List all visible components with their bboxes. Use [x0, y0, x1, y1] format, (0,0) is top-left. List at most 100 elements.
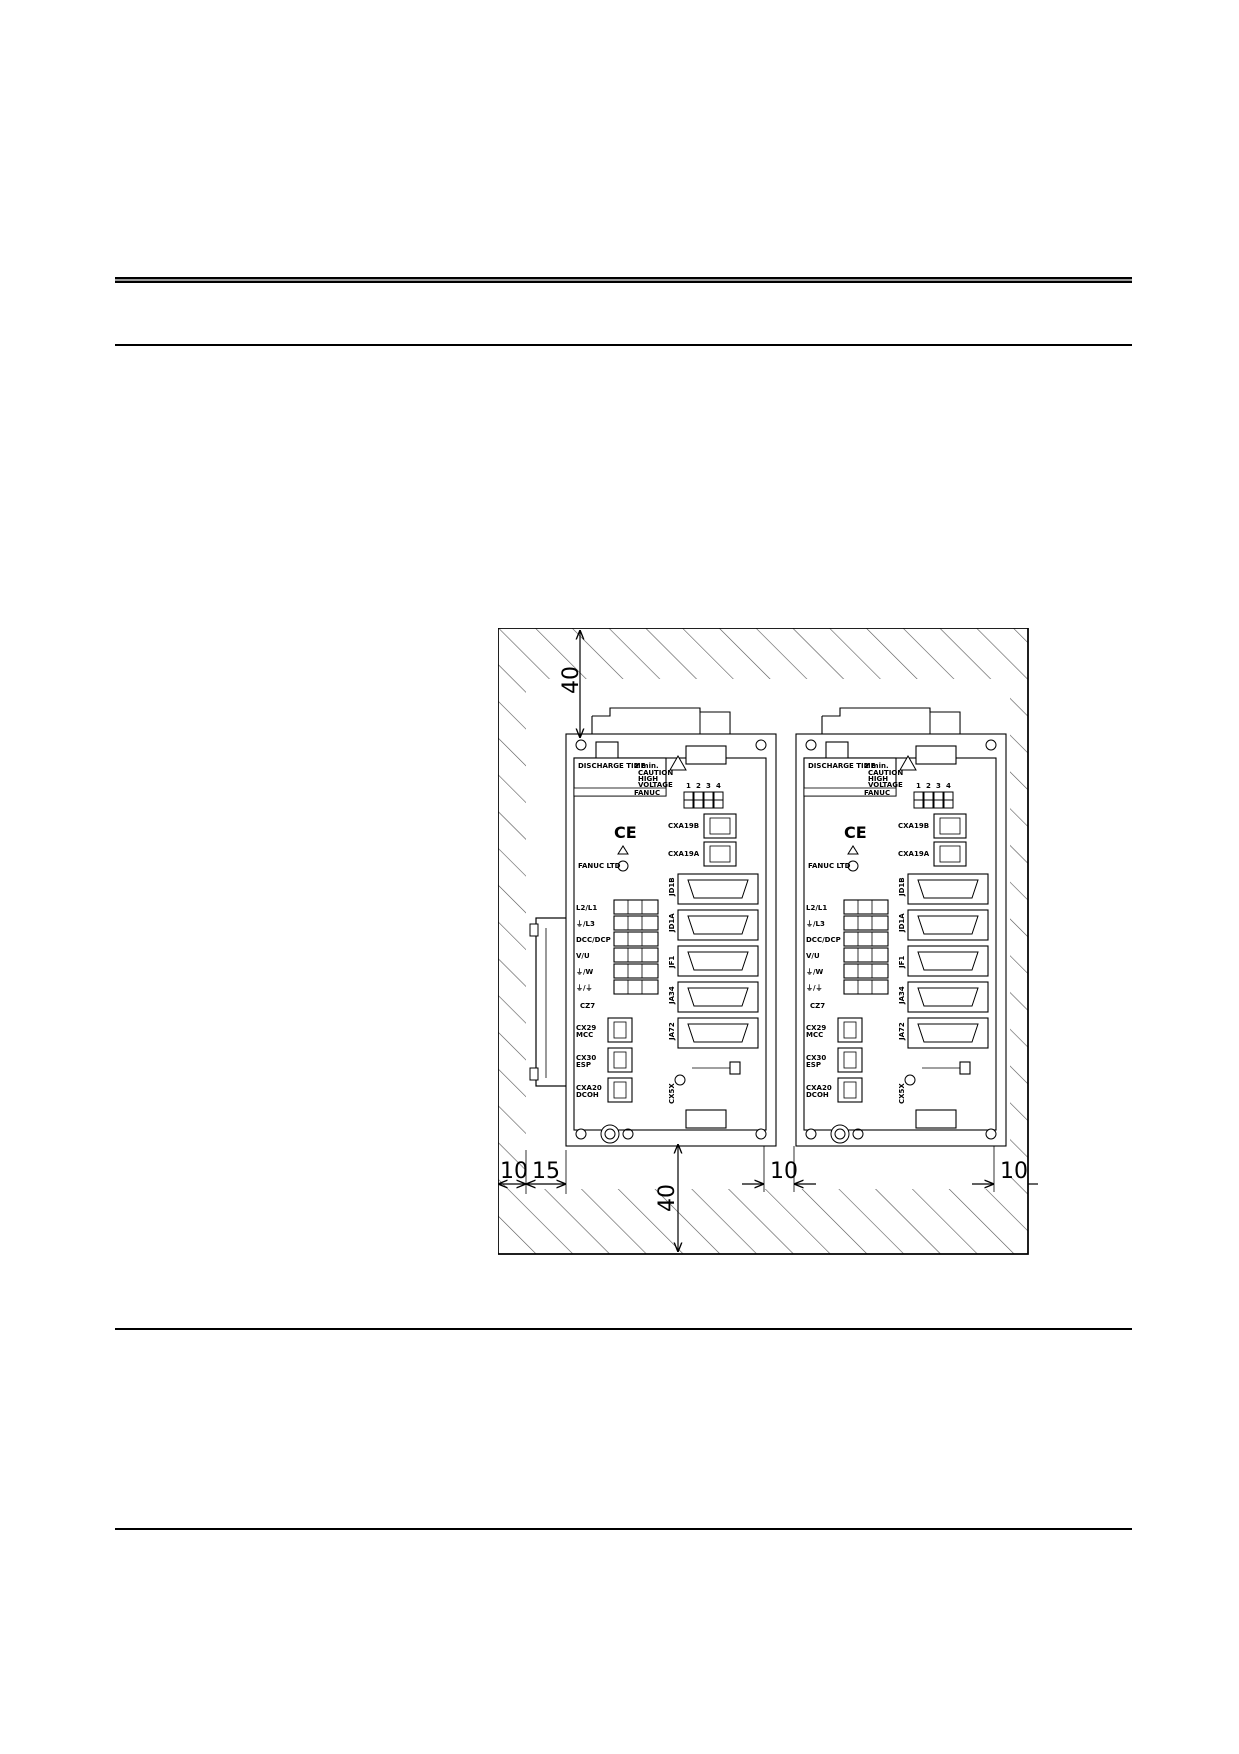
ground-icon: [852, 1128, 864, 1140]
side-connector-label: JA34: [668, 986, 676, 1005]
signal-connector: [703, 841, 737, 867]
aux-connector-sub: ESP: [806, 1061, 821, 1069]
screw-terminal: [830, 1124, 850, 1144]
mounting-hole: [985, 1128, 997, 1140]
power-terminal: [613, 915, 659, 931]
power-terminal: [613, 979, 659, 995]
dip-switch: [913, 799, 924, 809]
bottom-latch: [915, 1109, 957, 1129]
side-connector-label: JA72: [668, 1022, 676, 1041]
terminal-block-label: CZ7: [810, 1002, 825, 1010]
aux-connector: [837, 1047, 863, 1073]
dip-switch: [713, 799, 724, 809]
power-terminal-label: ⏚/L3: [806, 920, 825, 928]
bottom-latch: [685, 1109, 727, 1129]
side-connector-label: JD1B: [668, 877, 676, 897]
aux-connector-sub: MCC: [576, 1031, 593, 1039]
top-latch: [685, 745, 727, 765]
power-terminal: [843, 931, 889, 947]
power-terminal: [843, 947, 889, 963]
warning-triangle-icon: [847, 845, 859, 855]
power-terminal-label: V/U: [806, 952, 820, 960]
high-voltage-icon: [669, 754, 687, 771]
switch-number: 1: [686, 782, 691, 790]
ce-mark: CE: [844, 823, 867, 842]
power-terminal-label: L2/L1: [806, 904, 827, 912]
aux-connector-label: CX29: [806, 1024, 826, 1032]
power-terminal: [613, 963, 659, 979]
power-terminal-label: ⏚/⏚: [806, 984, 823, 992]
aux-connector: [837, 1077, 863, 1103]
aux-connector-label: CX30: [806, 1054, 826, 1062]
dip-switch: [703, 799, 714, 809]
dip-switch: [683, 791, 694, 801]
dip-switch: [713, 791, 724, 801]
dsub-connector: [907, 873, 989, 905]
dimension-bottom-clearance: 40: [655, 1144, 680, 1252]
dsub-connector: [907, 1017, 989, 1049]
aux-connector-label: CXA20: [576, 1084, 602, 1092]
bottom-clearance-label: 40: [655, 1184, 680, 1212]
signal-connector-label: CXA19B: [668, 822, 699, 830]
dip-switch: [923, 791, 934, 801]
left-module-gap-label: 15: [532, 1159, 560, 1184]
discharge-time-label: 2 min.: [634, 762, 659, 770]
ground-symbol-icon: [617, 860, 629, 872]
top-clearance-label: 40: [559, 666, 584, 694]
switch-number: 4: [946, 782, 951, 790]
right-gap-label: 10: [1000, 1159, 1028, 1184]
caution-label: CAUTION: [868, 769, 903, 777]
aux-connector: [607, 1047, 633, 1073]
switch-number: 2: [696, 782, 701, 790]
dsub-connector: [907, 909, 989, 941]
ground-terminal-icon: [674, 1074, 686, 1086]
caution-label: CAUTION: [638, 769, 673, 777]
switch-number: 3: [936, 782, 941, 790]
power-terminal: [843, 899, 889, 915]
power-terminal-label: ⏚/L3: [576, 920, 595, 928]
warning-triangle-icon: [617, 845, 629, 855]
fan-plug: [729, 1061, 741, 1075]
signal-connector: [933, 841, 967, 867]
power-terminal: [843, 963, 889, 979]
dip-switch: [693, 799, 704, 809]
voltage-label: VOLTAGE: [868, 781, 903, 789]
brand-label: FANUC: [634, 789, 660, 797]
power-terminal: [613, 931, 659, 947]
aux-connector-label: CX29: [576, 1024, 596, 1032]
dsub-connector: [677, 945, 759, 977]
signal-connector: [933, 813, 967, 839]
power-terminal-label: L2/L1: [576, 904, 597, 912]
company-label: FANUC LTD: [578, 862, 621, 870]
aux-connector: [607, 1017, 633, 1043]
discharge-label: DISCHARGE TIME: [808, 762, 876, 770]
fan-plug: [959, 1061, 971, 1075]
screw-terminal: [600, 1124, 620, 1144]
mounting-hole: [985, 739, 997, 751]
ground-icon: [622, 1128, 634, 1140]
power-terminal: [613, 899, 659, 915]
signal-connector-label: CXA19B: [898, 822, 929, 830]
dsub-connector: [907, 945, 989, 977]
voltage-label: VOLTAGE: [638, 781, 673, 789]
mounting-hole: [805, 739, 817, 751]
high-label: HIGH: [868, 775, 888, 783]
mounting-hole: [755, 739, 767, 751]
signal-connector: [703, 813, 737, 839]
dip-switch: [693, 791, 704, 801]
side-connector-label: CX5X: [898, 1083, 906, 1104]
signal-connector-label: CXA19A: [898, 850, 930, 858]
terminal-block-label: CZ7: [580, 1002, 595, 1010]
mounting-hole: [575, 1128, 587, 1140]
dip-switch: [933, 799, 944, 809]
power-terminal-label: DCC/DCP: [806, 936, 841, 944]
between-gap-label: 10: [770, 1159, 798, 1184]
header-double-rule: [115, 277, 1132, 283]
power-terminal-label: V/U: [576, 952, 590, 960]
dip-switch: [923, 799, 934, 809]
dip-switch: [683, 799, 694, 809]
brand-label: FANUC: [864, 789, 890, 797]
mounting-hole: [575, 739, 587, 751]
switch-number: 3: [706, 782, 711, 790]
